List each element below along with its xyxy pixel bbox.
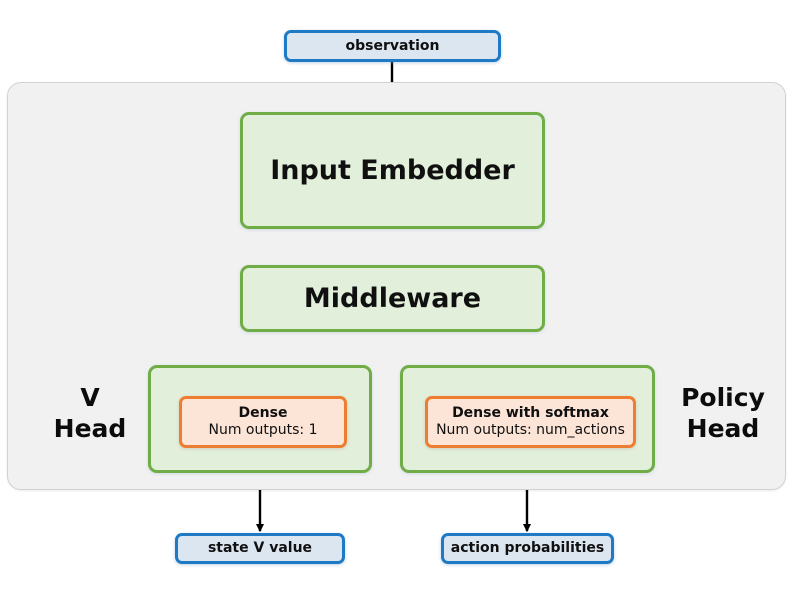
node-input-embedder[interactable]: Input Embedder bbox=[240, 112, 545, 229]
node-action-probabilities-label: action probabilities bbox=[450, 540, 605, 557]
node-observation-label: observation bbox=[345, 37, 440, 54]
node-dense[interactable]: Dense Num outputs: 1 bbox=[179, 396, 347, 448]
label-v-head-line1: V bbox=[80, 383, 100, 412]
label-policy-head-line1: Policy bbox=[681, 383, 765, 412]
node-dense-title: Dense bbox=[238, 405, 288, 422]
node-state-v-value[interactable]: state V value bbox=[175, 533, 345, 564]
node-dense-with-softmax[interactable]: Dense with softmax Num outputs: num_acti… bbox=[425, 396, 636, 448]
node-state-v-value-label: state V value bbox=[207, 540, 313, 557]
node-middleware-label: Middleware bbox=[303, 282, 482, 314]
node-action-probabilities[interactable]: action probabilities bbox=[441, 533, 614, 564]
label-policy-head-line2: Head bbox=[686, 413, 760, 443]
group-v-head: Dense Num outputs: 1 bbox=[148, 365, 372, 473]
label-v-head: V Head bbox=[40, 383, 140, 444]
node-observation[interactable]: observation bbox=[284, 30, 501, 62]
label-policy-head: Policy Head bbox=[665, 383, 781, 444]
label-v-head-line2: Head bbox=[53, 413, 127, 443]
group-policy-head: Dense with softmax Num outputs: num_acti… bbox=[400, 365, 655, 473]
node-middleware[interactable]: Middleware bbox=[240, 265, 545, 332]
node-dense-detail: Num outputs: 1 bbox=[208, 422, 318, 438]
node-dense-with-softmax-title: Dense with softmax bbox=[452, 405, 609, 422]
node-input-embedder-label: Input Embedder bbox=[270, 154, 515, 186]
node-dense-with-softmax-detail: Num outputs: num_actions bbox=[436, 422, 625, 438]
